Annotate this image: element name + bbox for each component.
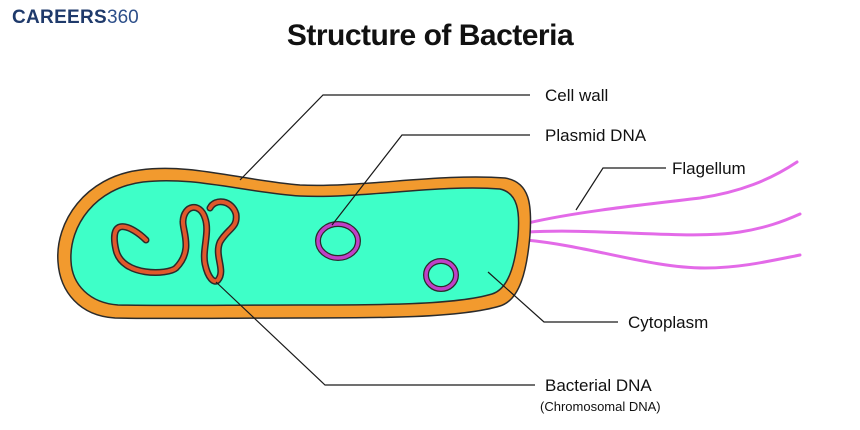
- logo-number: 360: [107, 7, 139, 28]
- flagellum-strand-2: [526, 212, 802, 237]
- cell-wall-leader: [239, 94, 530, 181]
- chromosome: [112, 199, 239, 284]
- plasmid-large-ring: [316, 222, 360, 260]
- cytoplasm-leader: [487, 271, 618, 323]
- diagram-title: Structure of Bacteria: [286, 19, 574, 52]
- flagella: [524, 160, 802, 270]
- flagellum-strand-1: [526, 160, 799, 225]
- leader-lines: [215, 94, 666, 386]
- label-bacterial-dna: Bacterial DNA: [545, 376, 652, 395]
- label-flagellum: Flagellum: [672, 159, 746, 178]
- label-chromosomal-dna: (Chromosomal DNA): [540, 399, 661, 414]
- bacterial-dna-leader: [215, 281, 535, 386]
- flagellum-strand-3: [524, 238, 802, 270]
- plasmid-small-ring: [424, 259, 458, 291]
- logo-word: CAREERS: [12, 7, 108, 28]
- plasmid-leader: [331, 134, 530, 226]
- label-plasmid-dna: Plasmid DNA: [545, 126, 647, 145]
- label-cytoplasm: Cytoplasm: [628, 313, 708, 332]
- label-cell-wall: Cell wall: [545, 86, 608, 105]
- brand-logo: CAREERS360: [12, 7, 139, 29]
- flagellum-leader: [575, 167, 666, 211]
